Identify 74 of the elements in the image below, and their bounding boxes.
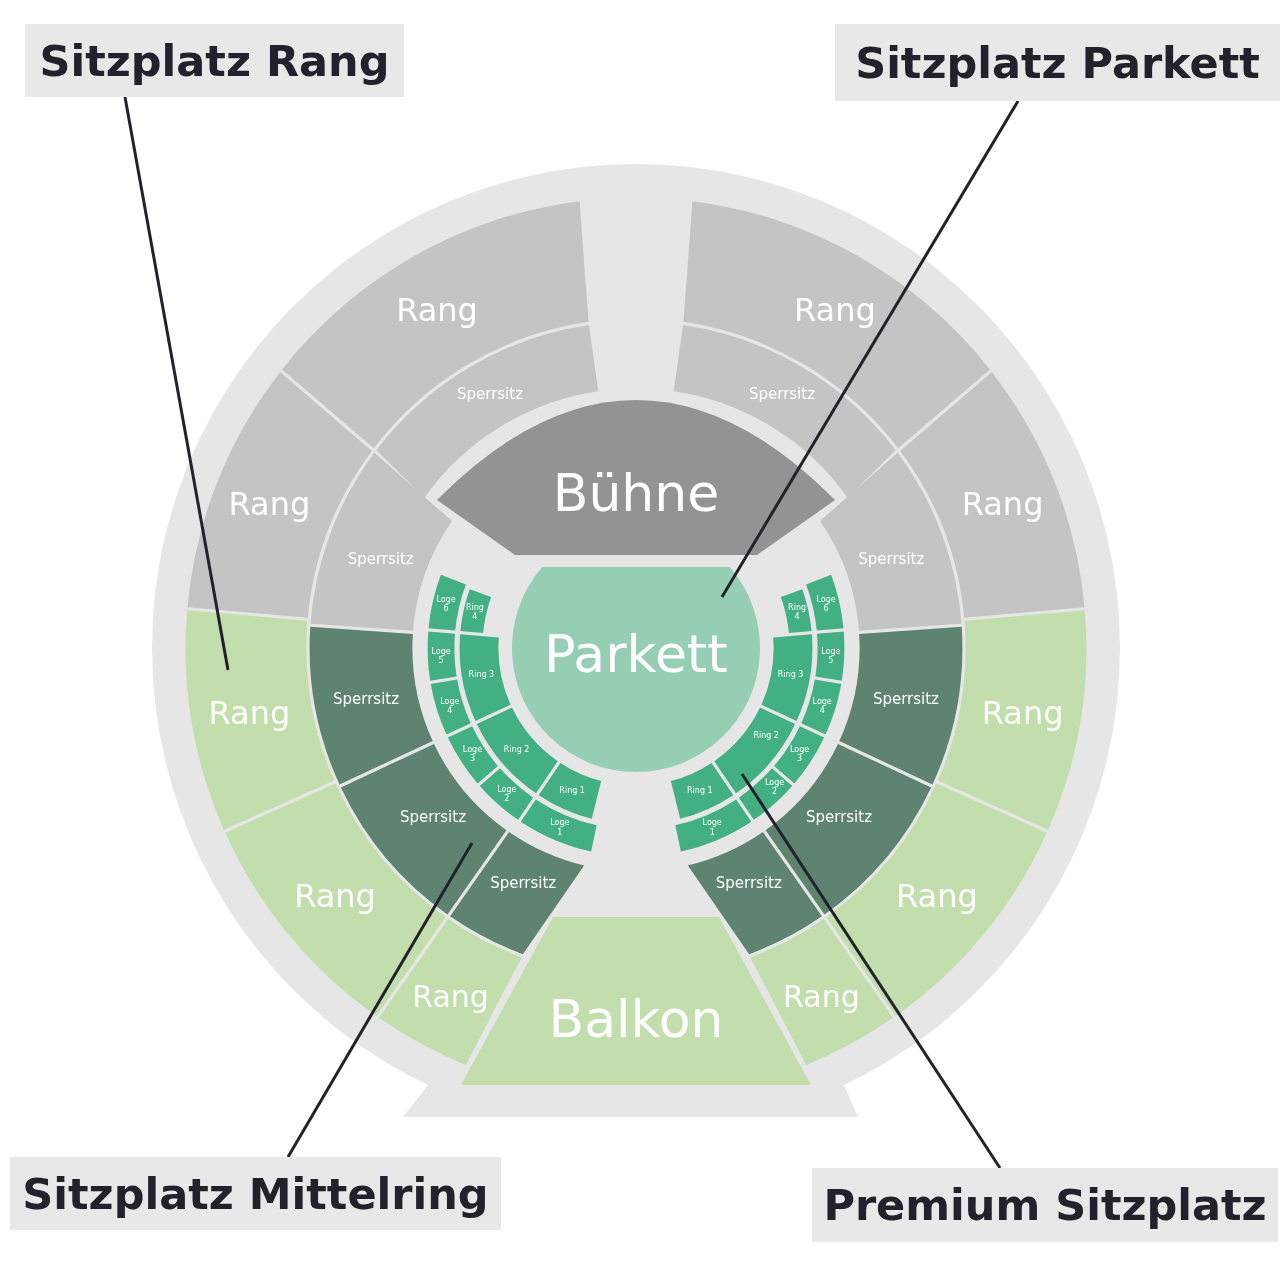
seating-section	[447, 726, 498, 784]
seating-section	[839, 626, 963, 785]
section-label: Loge 2	[497, 784, 517, 804]
seating-section	[538, 762, 602, 819]
section-label: Ring 1	[559, 786, 585, 796]
section-label: Rang	[412, 979, 489, 1014]
section-label: Loge 5	[821, 646, 841, 665]
section-label: Loge 6	[816, 594, 836, 614]
section-label: Balkon	[548, 990, 724, 1050]
seating-section	[378, 918, 522, 1066]
section-label: Ring 4	[788, 603, 807, 622]
section-label: Loge 2	[764, 777, 785, 796]
section-label: Rang	[208, 694, 291, 732]
seating-section	[683, 201, 990, 449]
callout-label: Sitzplatz Parkett	[835, 24, 1280, 101]
section-label: Sperrsitz	[872, 691, 939, 710]
seating-section	[430, 679, 471, 735]
section-label: Rang	[396, 291, 478, 329]
section-label: Rang	[981, 694, 1064, 732]
section-label: Loge 1	[550, 818, 570, 837]
seating-section	[780, 589, 812, 634]
section-label: Loge 4	[812, 696, 832, 716]
section-label: Loge 1	[702, 818, 722, 837]
section-label: Sperrsitz	[456, 386, 524, 404]
section-label: Loge 3	[462, 745, 483, 764]
section-label: Sperrsitz	[333, 691, 400, 710]
section-label: Sperrsitz	[399, 809, 467, 827]
section-label: Loge 6	[436, 594, 456, 614]
section-label: Sperrsitz	[715, 875, 782, 894]
seating-section	[675, 799, 752, 852]
section-label: Loge 4	[440, 696, 460, 716]
seating-section	[815, 631, 845, 681]
callout-label: Premium Sitzplatz	[812, 1168, 1278, 1242]
section-label: Ring 4	[465, 603, 484, 622]
callout-label: Sitzplatz Mittelring	[10, 1157, 501, 1230]
section-label: Sperrsitz	[748, 386, 816, 404]
section-label: Sperrsitz	[490, 875, 557, 894]
section-label: Rang	[228, 485, 311, 522]
stage-area	[437, 400, 835, 555]
seating-section	[185, 610, 335, 830]
section-label: Rang	[794, 291, 876, 329]
seating-section	[460, 589, 492, 634]
section-label: Rang	[961, 485, 1044, 522]
section-label: Sperrsitz	[347, 551, 414, 569]
section-label: Parkett	[544, 625, 728, 685]
seating-section	[309, 626, 433, 785]
section-label: Ring 1	[687, 786, 713, 796]
section-label: Rang	[896, 877, 978, 915]
section-label: Ring 2	[503, 745, 530, 755]
seating-section	[427, 631, 457, 681]
leader-line	[740, 773, 1002, 1169]
seating-section	[750, 918, 894, 1066]
leader-line	[123, 96, 230, 671]
leader-line	[286, 842, 474, 1158]
seating-section	[806, 574, 844, 631]
section-label: Rang	[294, 877, 376, 915]
section-label: Ring 3	[777, 670, 804, 680]
leader-line	[720, 100, 1020, 598]
section-label: Ring 3	[468, 670, 495, 680]
seating-section	[801, 679, 842, 735]
section-label: Sperrsitz	[858, 551, 925, 569]
section-label: Ring 2	[753, 731, 779, 741]
seating-section	[282, 201, 589, 449]
callout-label: Sitzplatz Rang	[25, 24, 404, 97]
seating-section	[520, 799, 597, 852]
seating-section	[428, 574, 466, 631]
stage-label: Bühne	[552, 464, 720, 524]
seating-section	[670, 762, 734, 819]
section-label: Sperrsitz	[805, 809, 873, 827]
seating-section	[937, 610, 1087, 830]
section-label: Loge 3	[789, 745, 810, 764]
section-label: Loge 5	[431, 646, 451, 665]
seating-section	[479, 768, 534, 820]
section-label: Rang	[783, 979, 860, 1014]
